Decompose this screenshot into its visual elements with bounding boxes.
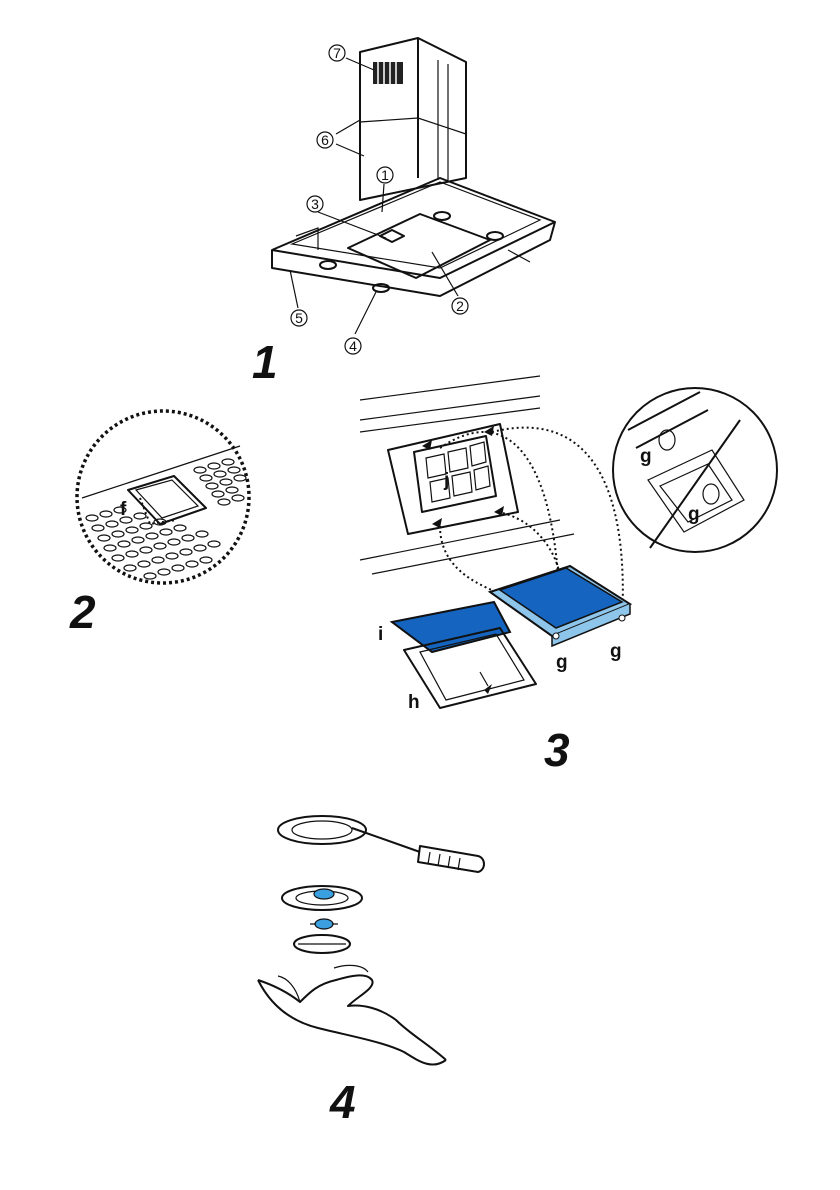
vent-grille — [373, 62, 403, 84]
callout-5-text: 5 — [295, 310, 303, 326]
callout-2-text: 2 — [456, 298, 464, 314]
label-g-right-2: g — [610, 641, 622, 662]
canopy-details — [296, 228, 530, 262]
canopy-front-edge — [272, 222, 555, 278]
chimney-joint — [360, 118, 466, 134]
screwdriver-shaft — [352, 828, 420, 852]
callout-4-text: 4 — [349, 338, 357, 354]
callout-3-text: 3 — [311, 196, 319, 212]
screw-g-2 — [619, 615, 625, 621]
figure-1-hood-illustration: 7 6 1 3 2 5 4 — [272, 38, 555, 354]
label-f: f — [120, 499, 127, 520]
screwdriver-handle — [418, 846, 484, 872]
chimney-side-lines — [438, 60, 448, 180]
callout-2: 2 — [452, 298, 468, 314]
label-g-detail-1: g — [640, 446, 652, 467]
callout-6-text: 6 — [321, 132, 329, 148]
label-g-right-1: g — [556, 652, 568, 673]
callout-4: 4 — [345, 338, 361, 354]
label-i: i — [378, 624, 383, 645]
callout-7: 7 — [329, 45, 345, 61]
screw-g-1 — [553, 633, 559, 639]
figure-number-1: 1 — [252, 336, 278, 388]
hood-edge-lines — [360, 376, 540, 432]
grille-cells — [426, 442, 490, 502]
label-j: j — [443, 470, 449, 491]
magnifier-circle — [77, 411, 249, 583]
perforation-holes — [86, 459, 246, 579]
figure-number-2: 2 — [69, 586, 96, 638]
detail-rails — [628, 392, 740, 548]
callout-6: 6 — [317, 132, 333, 148]
detail-screw-g-2 — [703, 484, 719, 504]
callout-3: 3 — [307, 196, 323, 212]
hood-lower-lines — [360, 520, 574, 574]
bulb-installed — [314, 889, 334, 899]
insert-arrow-line — [480, 672, 488, 686]
bulb-removed — [315, 919, 333, 929]
callout-1-text: 1 — [381, 167, 389, 183]
label-h: h — [408, 692, 420, 713]
figure-3-filter-installation: j g g i h g g — [360, 376, 777, 713]
figure-4-lamp-replacement — [258, 816, 484, 1065]
figure-number-4: 4 — [329, 1076, 356, 1128]
detail-screw-g-1 — [659, 430, 675, 450]
figure-number-3: 3 — [544, 724, 570, 776]
filter-panel — [348, 214, 490, 278]
figure-2-magnified-grille: f — [77, 411, 249, 583]
open-hand — [258, 975, 446, 1064]
callout-1: 1 — [377, 167, 393, 183]
lamp-ring-outer — [278, 816, 366, 844]
label-g-detail-2: g — [688, 504, 700, 525]
lamp-glass — [292, 821, 352, 839]
callout-7-text: 7 — [333, 45, 341, 61]
callout-5: 5 — [291, 310, 307, 326]
